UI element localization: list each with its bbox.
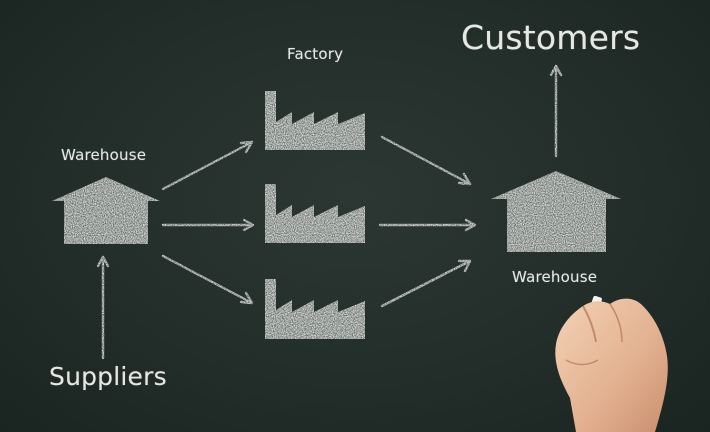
factory-icon [265,279,365,339]
arrow-icon [161,218,255,232]
arrow-icon [380,135,472,186]
arrow-icon [380,259,472,308]
factory-icon [265,91,365,150]
arrow-icon [96,255,110,360]
factory-label: Factory [287,45,344,63]
arrow-icon [549,64,563,158]
arrow-icon [161,254,254,305]
suppliers-label: Suppliers [49,362,167,391]
hand-holding-chalk [555,295,668,432]
factory-icon [265,184,365,243]
arrow-icon [161,140,254,191]
warehouse-icon [491,171,621,252]
arrow-icon [378,218,477,232]
warehouse-label-left: Warehouse [61,146,147,164]
customers-label: Customers [461,18,641,57]
warehouse-icon [52,177,160,244]
warehouse-label-right: Warehouse [512,268,598,286]
